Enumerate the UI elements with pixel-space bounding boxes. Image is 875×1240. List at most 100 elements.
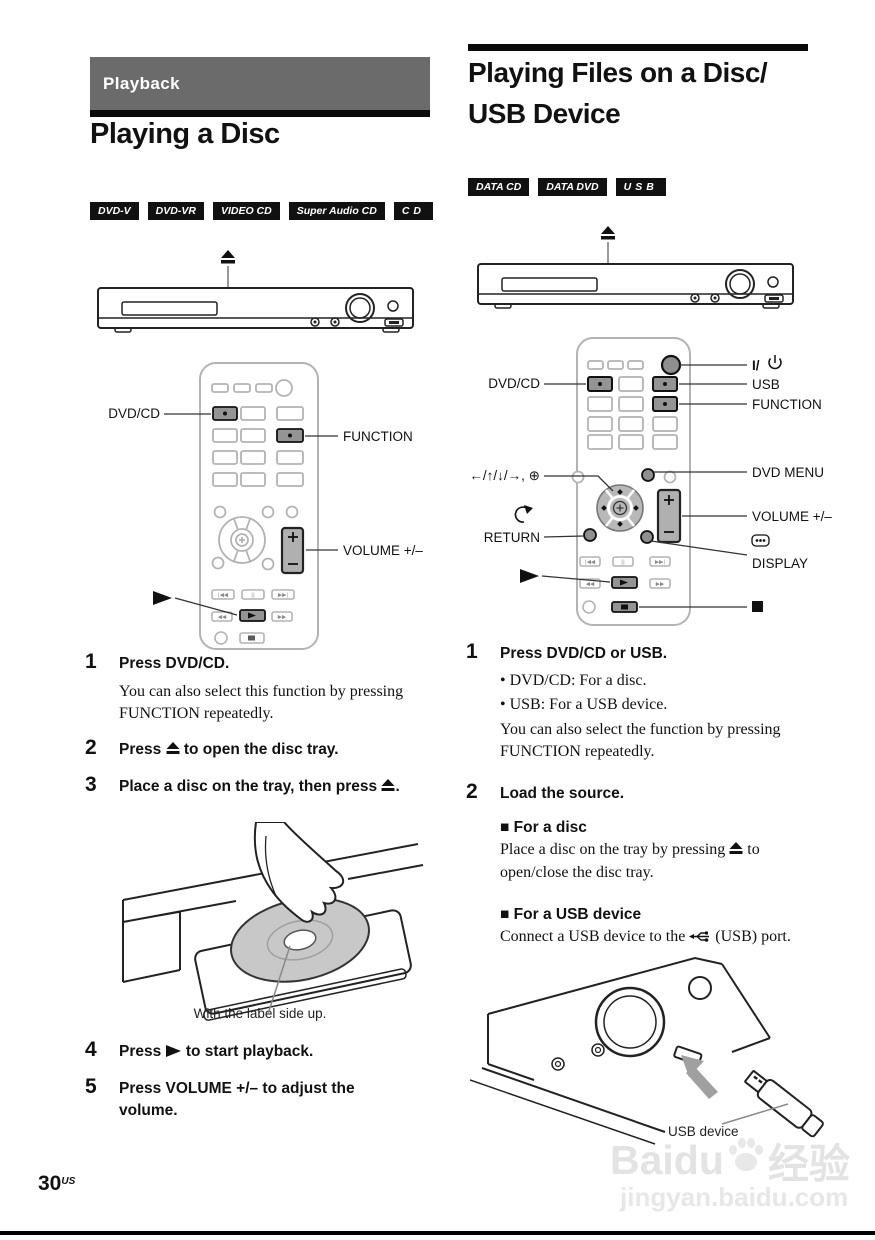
label-return: RETURN — [484, 530, 540, 545]
label-volume: VOLUME +/– — [343, 543, 423, 558]
play-label-icon — [520, 569, 539, 583]
volume-button — [656, 488, 682, 544]
badge-usb: USB — [615, 178, 666, 196]
label-power: I/ — [752, 358, 760, 373]
volume-button — [280, 526, 305, 575]
power-icon — [768, 355, 782, 370]
banner-rule — [90, 110, 430, 117]
svg-text:▶▶|: ▶▶| — [655, 560, 665, 566]
badge-video-cd: VIDEO CD — [212, 202, 280, 220]
svg-text:||: || — [251, 593, 255, 599]
section-banner: Playback — [90, 57, 430, 110]
step-5: 5 Press VOLUME +/– to adjust the volume. — [85, 1075, 385, 1122]
for-a-usb-body: Connect a USB device to the (USB) port. — [500, 926, 822, 949]
step-5-heading: Press VOLUME +/– to adjust the volume. — [119, 1080, 355, 1119]
watermark-brand: Baidu 经验 — [610, 1136, 850, 1188]
display-icon — [751, 534, 770, 547]
watermark-url: jingyan.baidu.com — [620, 1182, 849, 1212]
play-icon — [165, 1042, 182, 1064]
badge-dvd-vr: DVD-VR — [147, 202, 204, 220]
disc-loading-illustration — [122, 822, 424, 1021]
step-1-heading: Press DVD/CD or USB. — [500, 645, 668, 662]
disc-tray-slot — [121, 301, 218, 316]
dvd-cd-button — [587, 376, 613, 392]
step-3-heading: Place a disc on the tray, then press . — [119, 773, 400, 799]
step-2-heading: Press to open the disc tray. — [119, 736, 339, 762]
badge-data-dvd: DATA DVD — [538, 178, 607, 196]
step-2: 2 Press to open the disc tray. — [85, 736, 440, 762]
bottom-rule — [0, 1231, 875, 1235]
badge-cd: CD — [393, 202, 433, 220]
for-a-usb-heading: ■ For a USB device — [500, 906, 642, 923]
stop-label-icon — [752, 601, 763, 612]
disc-tray-slot — [501, 277, 598, 292]
step-1-heading: Press DVD/CD. — [119, 655, 230, 672]
power-button — [660, 354, 682, 376]
label-display: DISPLAY — [752, 556, 808, 571]
front-panel-diagram-right — [477, 226, 794, 309]
label-dvd-cd: DVD/CD — [108, 406, 160, 421]
step-2-heading: Load the source. — [500, 785, 625, 802]
step-1-body: You can also select the function by pres… — [500, 721, 781, 760]
play-label-icon — [153, 591, 172, 605]
step-1: 1 Press DVD/CD. You can also select this… — [85, 650, 440, 725]
svg-text:◀◀: ◀◀ — [586, 582, 595, 588]
hand-illustration — [253, 822, 345, 923]
right-top-rule — [468, 44, 808, 51]
step-1-body: You can also select this function by pre… — [119, 683, 404, 722]
eject-icon — [166, 740, 180, 762]
badge-super-audio-cd: Super Audio CD — [288, 202, 385, 220]
disc-caption: With the label side up. — [193, 1006, 327, 1021]
step-3: 3 Place a disc on the tray, then press . — [85, 773, 440, 799]
step-1: 1 Press DVD/CD or USB. • DVD/CD: For a d… — [466, 640, 826, 763]
return-button — [583, 528, 597, 542]
volume-knob — [725, 269, 755, 299]
step-2: 2 Load the source. ■ For a disc Place a … — [466, 780, 826, 949]
function-button — [652, 396, 678, 412]
svg-text:|◀◀: |◀◀ — [218, 593, 229, 599]
label-dvd-cd: DVD/CD — [488, 376, 540, 391]
svg-text:◀◀: ◀◀ — [218, 615, 227, 621]
usb-button — [652, 376, 678, 392]
play-button — [611, 576, 638, 589]
eject-icon — [381, 777, 395, 799]
remote-diagram-left: |◀◀ || ▶▶| ◀◀ ▶▶ DVD/CD FUNCTION VOLUME … — [108, 362, 423, 650]
player-body — [97, 287, 414, 333]
badge-data-cd: DATA CD — [468, 178, 530, 196]
dvd-cd-button — [212, 406, 238, 421]
step-1-bullets: • DVD/CD: For a disc. • USB: For a USB d… — [500, 672, 668, 713]
usb-symbol-icon — [689, 927, 711, 949]
svg-text:▶▶: ▶▶ — [656, 582, 665, 588]
label-function: FUNCTION — [343, 429, 413, 444]
usb-stick — [744, 1070, 824, 1138]
usb-port — [384, 318, 404, 327]
player-body — [477, 263, 794, 309]
play-button — [239, 609, 266, 622]
left-format-badges: DVD-V DVD-VR VIDEO CD Super Audio CD CD — [90, 202, 433, 220]
section-banner-label: Playback — [103, 73, 180, 93]
right-format-badges: DATA CD DATA DVD USB — [468, 178, 666, 196]
insert-arrow — [681, 1055, 718, 1099]
stop-glyph — [248, 635, 255, 641]
left-title: Playing a Disc — [90, 118, 280, 150]
for-a-disc-heading: ■ For a disc — [500, 819, 587, 836]
label-dvd-menu: DVD MENU — [752, 465, 824, 480]
label-function: FUNCTION — [752, 397, 822, 412]
usb-port — [764, 294, 784, 303]
label-usb: USB — [752, 377, 780, 392]
for-a-disc-body: Place a disc on the tray by pressing to … — [500, 841, 760, 881]
left-steps: 1 Press DVD/CD. You can also select this… — [85, 650, 440, 810]
svg-text:▶▶: ▶▶ — [278, 615, 287, 621]
left-steps-2: 4 Press to start playback. 5 Press VOLUM… — [85, 1038, 385, 1133]
usb-connection-illustration — [470, 956, 824, 1145]
remote-body — [199, 362, 319, 650]
right-title: Playing Files on a Disc/USB Device — [468, 57, 768, 129]
usb-caption: USB device — [668, 1124, 739, 1139]
label-dpad: ←/↑/↓/→, ⊕ — [469, 468, 540, 483]
badge-dvd-v: DVD-V — [90, 202, 139, 220]
svg-text:|◀◀: |◀◀ — [585, 560, 596, 566]
front-panel-diagram-left — [97, 250, 414, 333]
volume-knob — [345, 293, 375, 323]
transport-buttons — [579, 556, 671, 614]
